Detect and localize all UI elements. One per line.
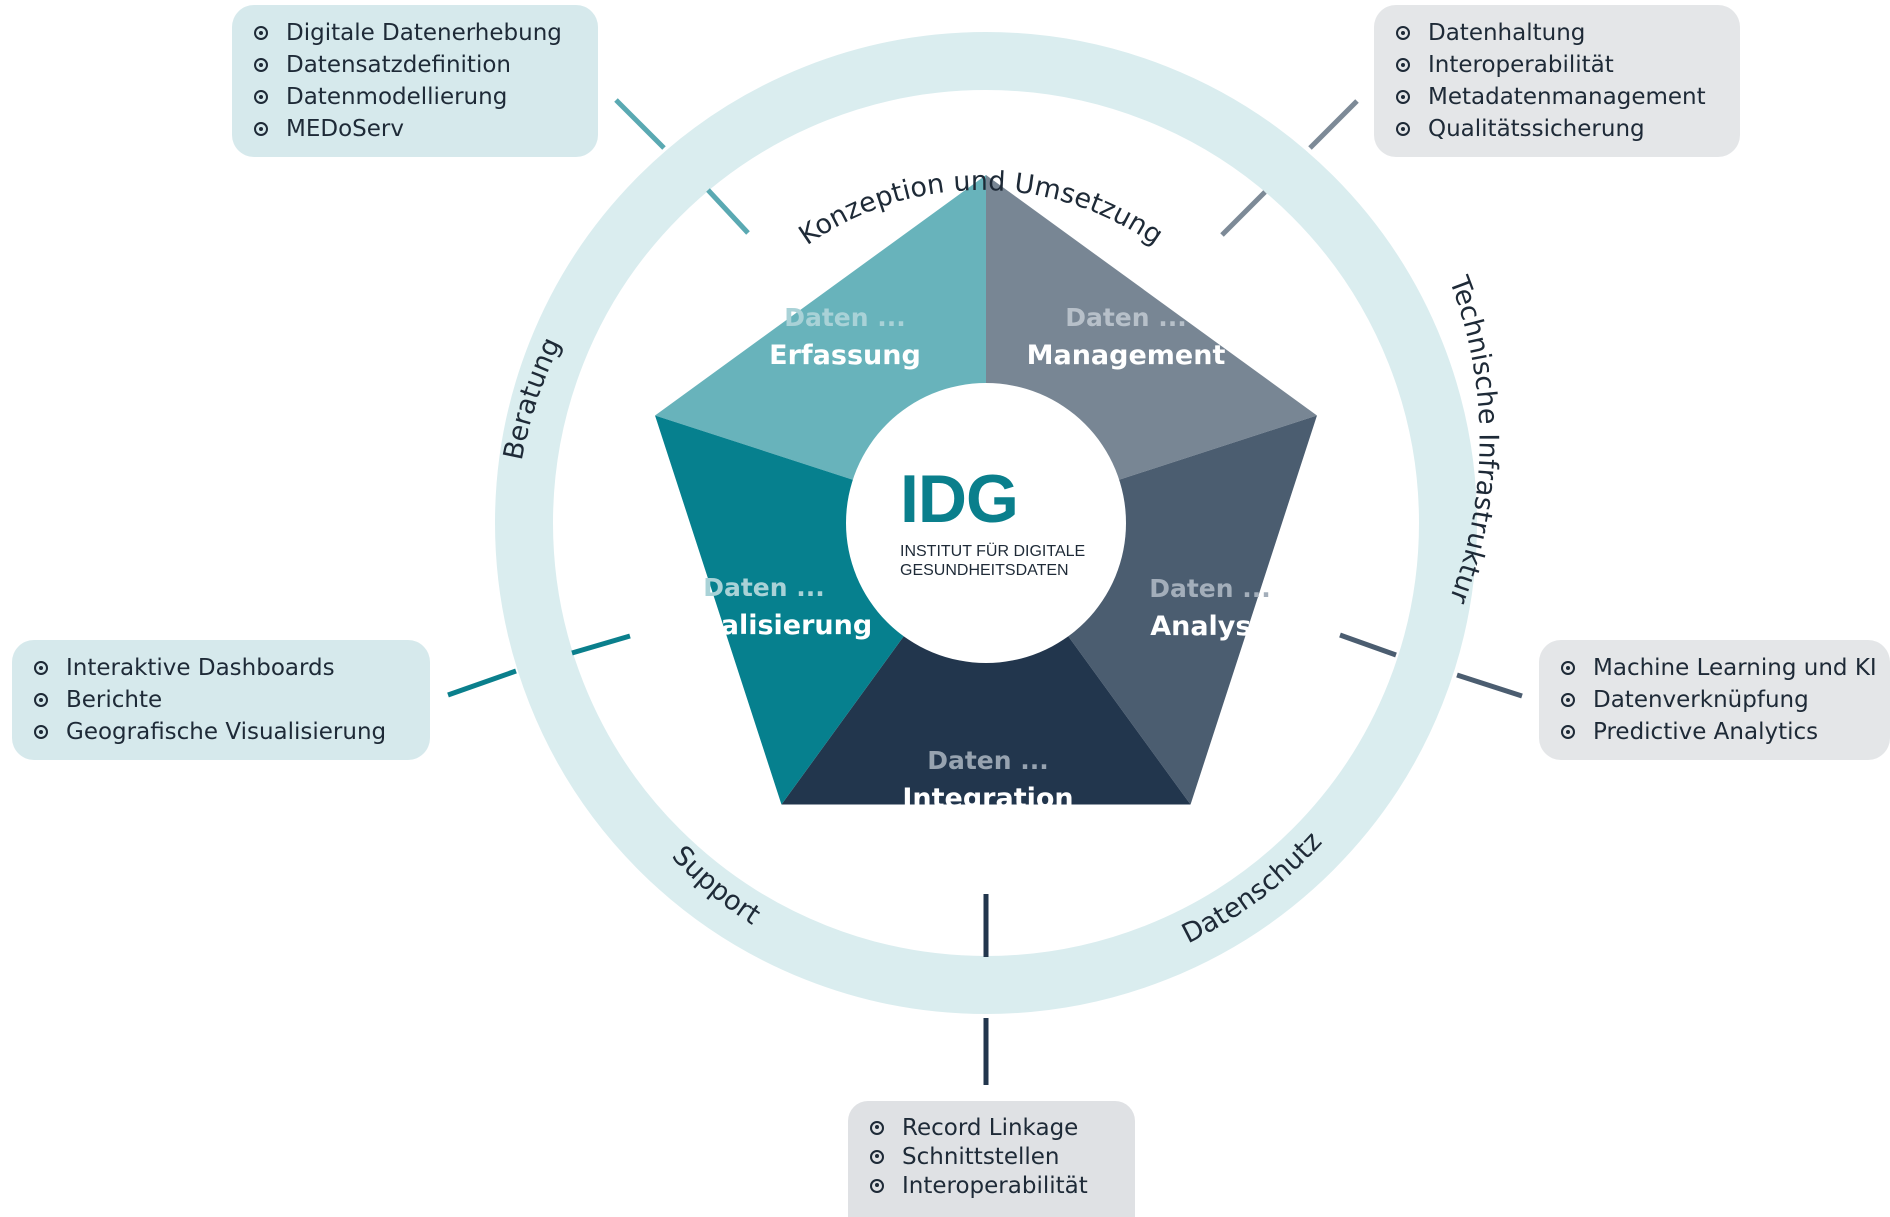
list-item: Datenverknüpfung [1561,684,1890,716]
list-item: Metadatenmanagement [1396,81,1740,113]
bullet-icon [870,1120,884,1135]
logo-line-2: GESUNDHEITSDATEN [900,562,1069,579]
list-item: Datensatzdefinition [254,49,598,81]
connector-top-left-inner [706,188,750,235]
segment-prefix-management: Daten ... [1065,303,1187,332]
segment-labels: Daten ... Erfassung Daten ... Management… [656,303,1271,814]
bullet-icon [1396,90,1410,104]
list-item: Predictive Analytics [1561,716,1890,748]
connector-lines [447,98,1523,1085]
bullet-icon [1396,58,1410,72]
connector-top-left [614,98,666,150]
outer-ring [495,32,1477,1014]
segment-management [986,175,1317,483]
segment-visualisierung [655,415,910,805]
list-item: Interoperabilität [1396,49,1740,81]
center-circle [846,383,1126,663]
bullet-icon [34,725,48,739]
logo-acronym: IDG [900,461,1018,537]
info-list-analyse: Machine Learning und KI Datenverknüpfung… [1561,652,1890,748]
list-item: Machine Learning und KI [1561,652,1890,684]
bullet-icon [254,26,268,40]
list-item: Interoperabilität [870,1171,1135,1200]
segment-integration [781,628,1191,805]
segment-label-analyse: Analyse [1150,611,1270,642]
wheel-segments [655,175,1317,805]
list-item: Record Linkage [870,1113,1135,1142]
info-list-visualisierung: Interaktive Dashboards Berichte Geografi… [34,652,430,748]
idg-logo: IDG INSTITUT FÜR DIGITALE GESUNDHEITSDAT… [900,461,1085,579]
list-item: Geografische Visualisierung [34,716,430,748]
info-box-management: Datenhaltung Interoperabilität Metadaten… [1374,5,1740,157]
info-list-management: Datenhaltung Interoperabilität Metadaten… [1396,17,1740,145]
connector-top-right-inner [1220,190,1267,237]
bullet-icon [870,1149,884,1164]
info-list-integration: Record Linkage Schnittstellen Interopera… [870,1113,1135,1200]
connector-mid-left-inner [571,633,631,656]
segment-analyse [1062,415,1317,805]
segment-label-management: Management [1027,340,1226,371]
connector-mid-right [1339,632,1397,658]
logo-line-1: INSTITUT FÜR DIGITALE [900,542,1085,560]
bullet-icon [1561,725,1575,739]
list-item: Qualitätssicherung [1396,113,1740,145]
bullet-icon [1561,661,1575,675]
info-box-visualisierung: Interaktive Dashboards Berichte Geografi… [12,640,430,760]
segment-label-erfassung: Erfassung [769,340,921,371]
list-item: Datenhaltung [1396,17,1740,49]
connector-top-right [1308,99,1359,150]
list-item: Digitale Datenerhebung [254,17,598,49]
segment-prefix-visualisierung: Daten ... [703,573,825,602]
bullet-icon [254,90,268,104]
bullet-icon [34,661,48,675]
bullet-icon [1396,26,1410,40]
bullet-icon [34,693,48,707]
connector-mid-right-inner [1456,672,1523,699]
segment-prefix-erfassung: Daten ... [784,303,906,332]
list-item: Datenmodellierung [254,81,598,113]
bullet-icon [254,122,268,136]
list-item: Interaktive Dashboards [34,652,430,684]
list-item: Berichte [34,684,430,716]
segment-label-integration: Integration [902,783,1073,814]
bullet-icon [254,58,268,72]
info-box-integration: Record Linkage Schnittstellen Interopera… [848,1101,1135,1217]
info-box-analyse: Machine Learning und KI Datenverknüpfung… [1539,640,1890,760]
segment-label-visualisierung: Visualisierung [656,610,872,641]
bullet-icon [1561,693,1575,707]
bullet-icon [1396,122,1410,136]
connector-mid-left [447,668,517,698]
info-list-erfassung: Digitale Datenerhebung Datensatzdefiniti… [254,17,598,145]
segment-prefix-integration: Daten ... [927,746,1049,775]
segment-prefix-analyse: Daten ... [1149,574,1271,603]
info-box-erfassung: Digitale Datenerhebung Datensatzdefiniti… [232,5,598,157]
bullet-icon [870,1178,884,1193]
list-item: Schnittstellen [870,1142,1135,1171]
segment-erfassung [655,175,986,483]
list-item: MEDoServ [254,113,598,145]
